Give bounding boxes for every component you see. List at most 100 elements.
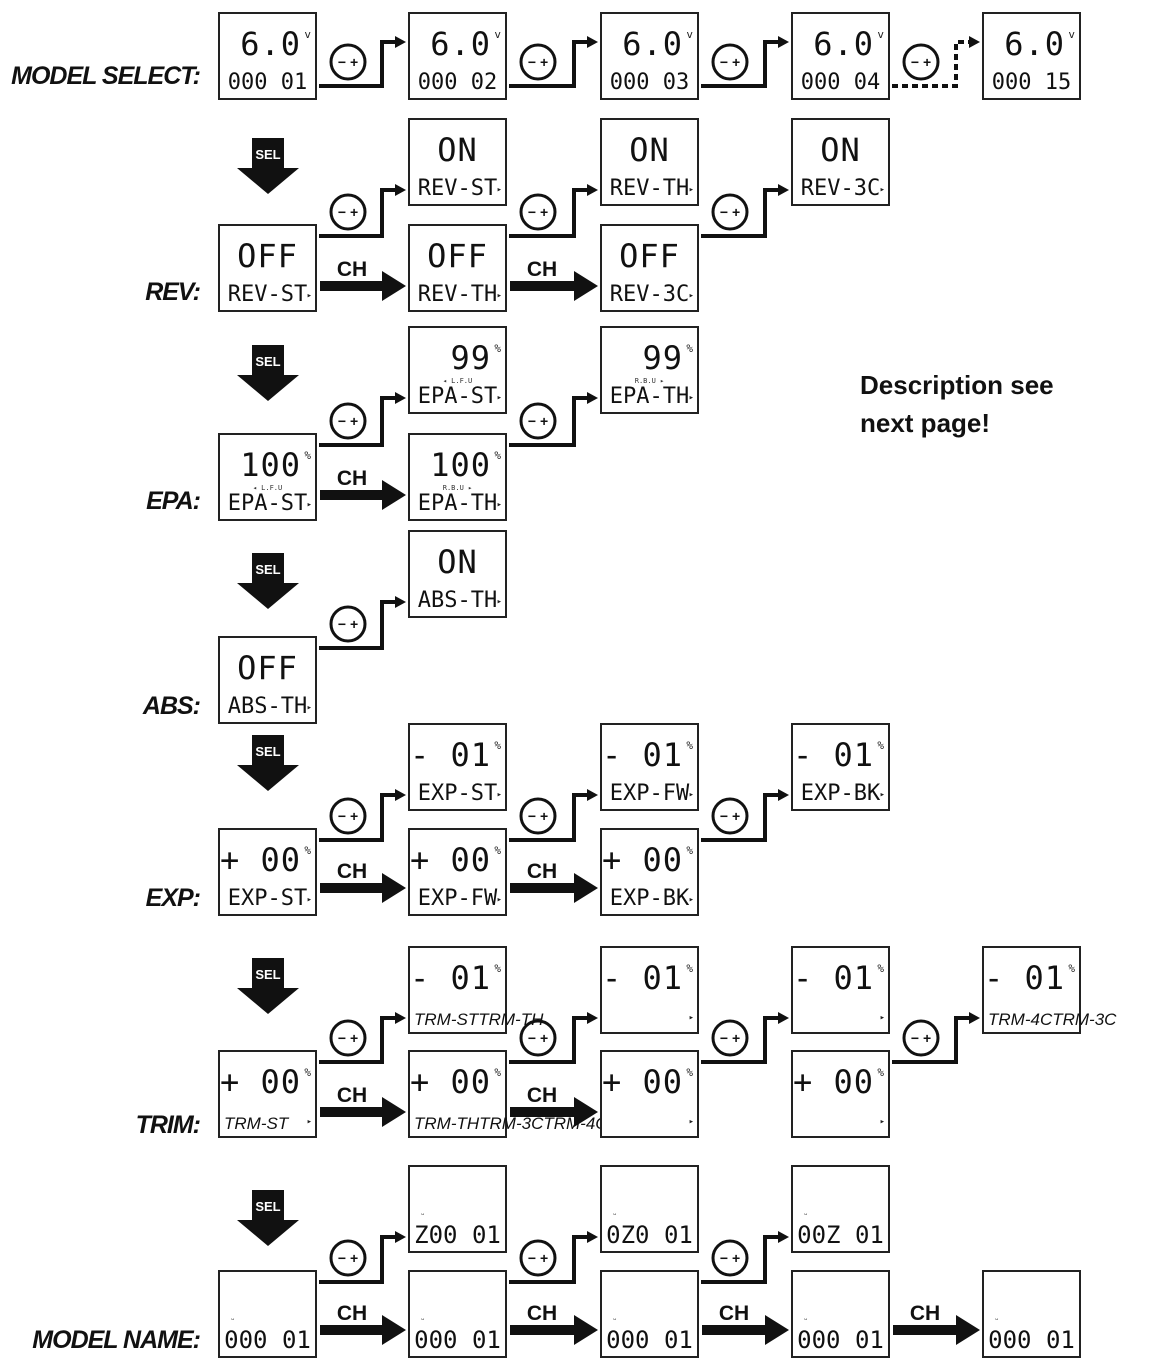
ch-arrow-shaft bbox=[702, 1325, 767, 1335]
minus-plus-icon bbox=[902, 1019, 940, 1057]
lcd-function: TRM-STTRM-TH bbox=[414, 1010, 544, 1029]
lcd-pointer: ▸ bbox=[688, 895, 694, 905]
minus-plus-icon bbox=[711, 797, 749, 835]
mp-arrow-model-4: − + bbox=[892, 36, 980, 88]
ch-arrow-shaft bbox=[320, 490, 384, 500]
lcd-pointer: ▸ bbox=[879, 1117, 885, 1127]
lcd-unit: % bbox=[1068, 962, 1075, 975]
ch-arrow-head bbox=[956, 1315, 980, 1345]
ch-label: CH bbox=[337, 258, 367, 281]
screen-epa-99-2: 99%R.B.U ▸EPA-TH▸ bbox=[600, 326, 699, 414]
screen-trim-minus-4: - 01% TRM-4CTRM-3C bbox=[982, 946, 1117, 1034]
lcd-value: 6.0 bbox=[813, 25, 874, 63]
arrow-head bbox=[778, 1012, 789, 1024]
minus-plus-icon bbox=[519, 1019, 557, 1057]
lcd-function: TRM-4CTRM-3C bbox=[988, 1010, 1117, 1029]
lcd-value: - 01 bbox=[410, 736, 492, 774]
screen-epa-100-2: 100%R.B.U ▸EPA-TH▸ bbox=[408, 433, 507, 521]
lcd-cursor-mark: ᵕ bbox=[994, 1316, 1000, 1326]
ch-arrow-epa-1: CH bbox=[320, 467, 406, 510]
connector-line bbox=[509, 793, 589, 842]
connector-line bbox=[319, 188, 397, 238]
arrow-head bbox=[395, 184, 406, 196]
connector-line bbox=[701, 793, 780, 842]
lcd-function: REV-ST bbox=[417, 176, 498, 201]
screen-exp-minus-1: - 01%EXP-ST▸ bbox=[408, 723, 507, 811]
minus-plus-icon bbox=[329, 1239, 367, 1277]
label-abs: ABS: bbox=[142, 692, 201, 720]
connector-line bbox=[509, 40, 589, 88]
minus-plus-icon-glyph: − + bbox=[911, 54, 931, 70]
lcd-function: REV-TH bbox=[417, 282, 498, 307]
lcd-function: EXP-ST bbox=[227, 886, 308, 911]
lcd-value: OFF bbox=[237, 237, 298, 275]
arrow-head bbox=[395, 1231, 406, 1243]
screen-trim-plus-3: + 00%▸ bbox=[600, 1050, 699, 1138]
note-line-1: Description see bbox=[860, 370, 1054, 400]
ch-label: CH bbox=[337, 1084, 367, 1107]
ch-arrow-head bbox=[382, 480, 406, 510]
ch-label: CH bbox=[527, 1302, 557, 1325]
screen-exp-minus-2: - 01%EXP-FW▸ bbox=[600, 723, 699, 811]
mp-arrow-exp-2: − + bbox=[509, 789, 598, 842]
lcd-value: - 01 bbox=[793, 736, 875, 774]
lcd-pointer: ▸ bbox=[688, 291, 694, 301]
ch-arrow-shaft bbox=[320, 1107, 384, 1117]
ch-label: CH bbox=[527, 258, 557, 281]
label-exp: EXP: bbox=[145, 884, 201, 912]
label-model-name: MODEL NAME: bbox=[32, 1326, 201, 1354]
lcd-function: EXP-BK bbox=[609, 886, 690, 911]
lcd-function: 000 01 bbox=[227, 70, 308, 95]
minus-plus-icon-glyph: − + bbox=[720, 1030, 740, 1046]
arrow-head bbox=[778, 789, 789, 801]
arrow-head bbox=[778, 36, 789, 48]
connector-line bbox=[319, 600, 397, 650]
lcd-function: ABS-TH bbox=[227, 694, 308, 719]
ch-arrow-rev-1: CH bbox=[320, 258, 406, 301]
minus-plus-icon-glyph: − + bbox=[338, 1250, 358, 1266]
lcd-unit: % bbox=[494, 739, 501, 752]
minus-plus-icon bbox=[329, 797, 367, 835]
lcd-function: EXP-ST bbox=[417, 781, 498, 806]
lcd-value: - 01 bbox=[793, 959, 875, 997]
lcd-pointer: ▸ bbox=[688, 393, 694, 403]
lcd-cursor-mark: ᵕ bbox=[420, 1211, 426, 1221]
sel-arrow-trim: SEL bbox=[237, 958, 299, 1014]
connector-line bbox=[701, 1235, 780, 1284]
arrow-head bbox=[587, 1012, 598, 1024]
connector-line bbox=[319, 1235, 397, 1284]
lcd-unit: v bbox=[304, 28, 311, 41]
lcd-function: Z00 01 bbox=[414, 1221, 501, 1249]
ch-arrow-name-2: CH bbox=[510, 1302, 598, 1345]
minus-plus-icon-glyph: − + bbox=[338, 54, 358, 70]
ch-arrow-trim-2: CH bbox=[510, 1084, 598, 1127]
description-note: Description see next page! bbox=[860, 367, 1054, 442]
lcd-value: - 01 bbox=[984, 959, 1066, 997]
ch-arrow-exp-2: CH bbox=[510, 860, 598, 903]
minus-plus-icon-glyph: − + bbox=[911, 1030, 931, 1046]
lcd-function: 0Z0 01 bbox=[606, 1221, 693, 1249]
lcd-pointer: ▸ bbox=[306, 500, 312, 510]
lcd-unit: % bbox=[686, 962, 693, 975]
ch-arrow-head bbox=[574, 1097, 598, 1127]
lcd-function: 000 02 bbox=[417, 70, 498, 95]
mp-arrow-trim-1: − + bbox=[319, 1012, 406, 1064]
lcd-cursor-mark: ᵕ bbox=[612, 1316, 618, 1326]
lcd-cursor-mark: ᵕ bbox=[612, 1211, 618, 1221]
mp-arrow-name-1: − + bbox=[319, 1231, 406, 1284]
connector-line bbox=[509, 188, 589, 238]
ch-arrow-head bbox=[765, 1315, 789, 1345]
